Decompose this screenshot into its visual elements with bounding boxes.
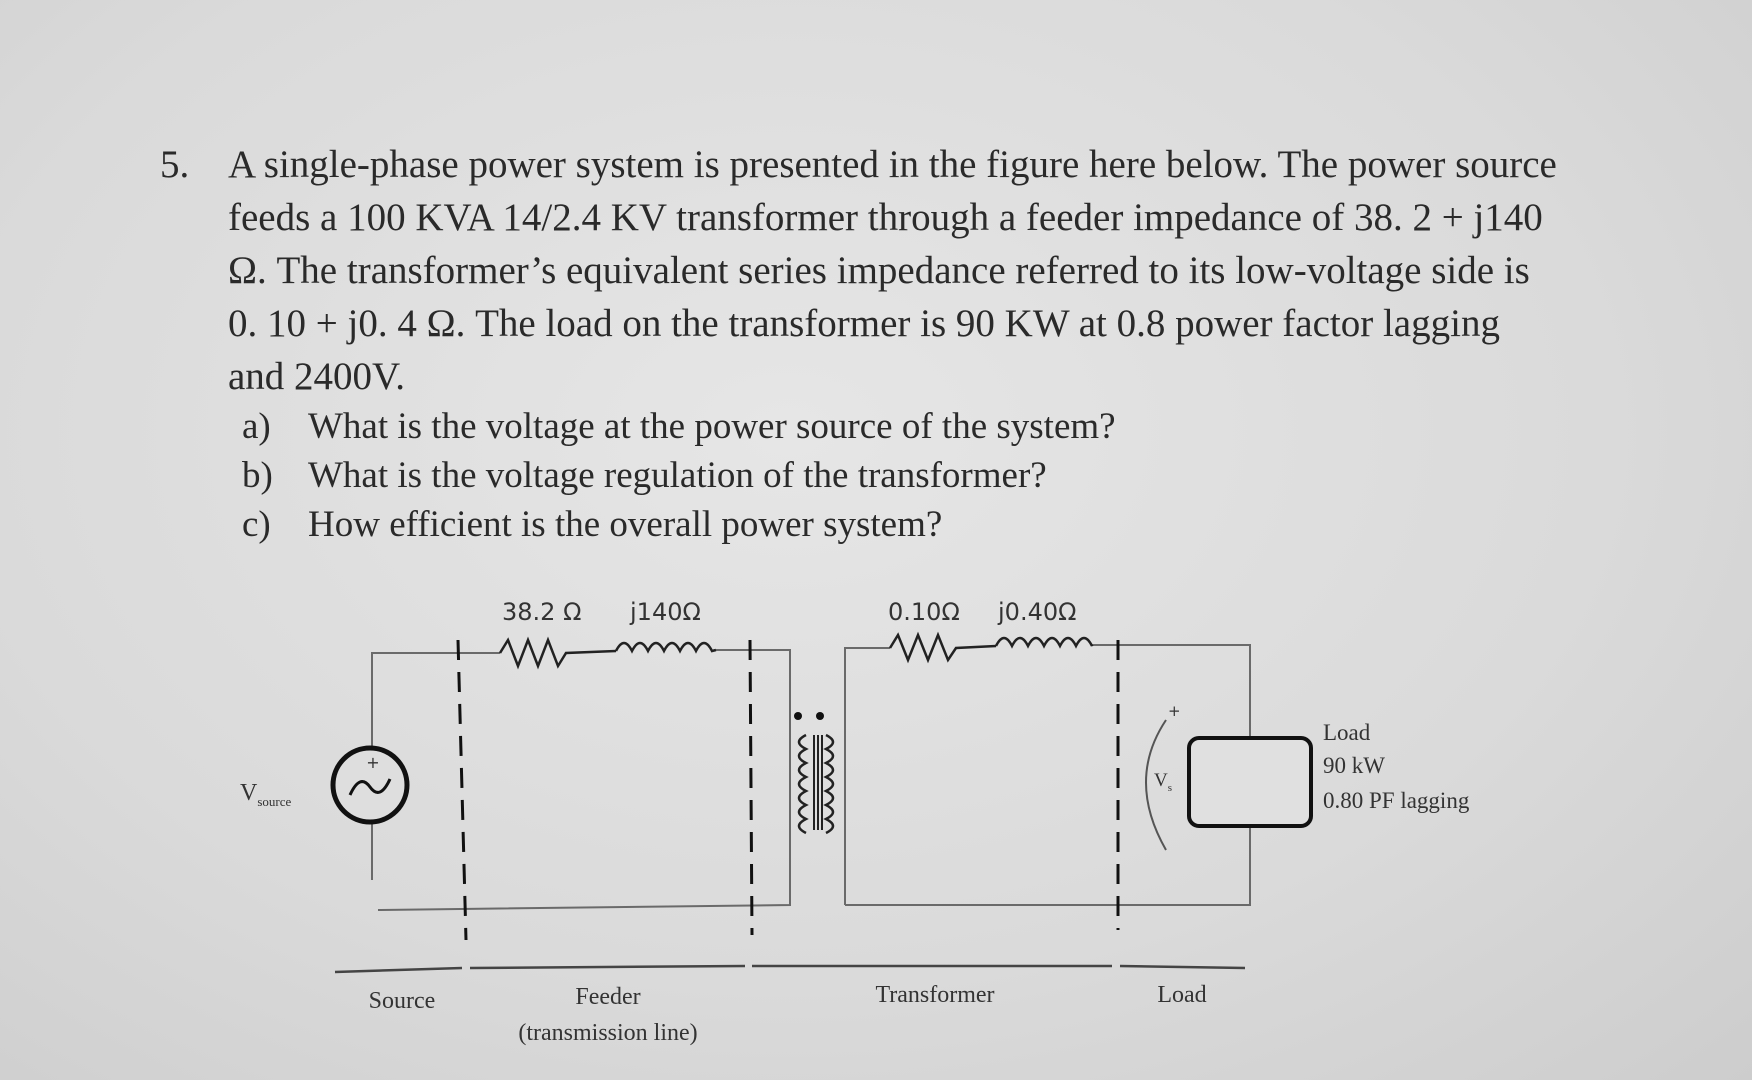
section-underline: [1119, 964, 1246, 970]
load-info-power: 90 kW: [1323, 753, 1385, 778]
vs-plus-sign: +: [1168, 702, 1181, 720]
subquestion-a: a) What is the voltage at the power sourc…: [242, 402, 1116, 451]
section-divider: [456, 639, 468, 941]
transformer-symbol: [794, 712, 835, 835]
feeder-reactance-label: j140Ω: [629, 598, 701, 626]
feeder-resistor: [498, 636, 617, 670]
source-voltage-label: Vsource: [240, 780, 292, 809]
section-label-load: Load: [1157, 982, 1206, 1008]
subquestion-label: c): [242, 504, 271, 545]
paragraph-line: and 2400V.: [228, 355, 405, 398]
subquestion-text: What is the voltage regulation of the tr…: [308, 455, 1047, 496]
transformer-resistance-label: 0.10Ω: [888, 598, 960, 626]
paragraph-line: A single-phase power system is presented…: [228, 143, 1557, 186]
section-label-source: Source: [369, 988, 436, 1014]
section-label-transformer: Transformer: [875, 982, 994, 1008]
subquestion-label: a): [242, 406, 271, 447]
secondary-wire: [844, 647, 890, 905]
source-plus-sign: +: [366, 753, 379, 772]
paragraph-line: Ω. The transformer’s equivalent series i…: [228, 249, 1530, 292]
ac-tilde-icon: [348, 778, 392, 796]
subquestion-label: b): [242, 455, 273, 496]
section-underline: [334, 966, 463, 974]
transformer-reactance-label: j0.40Ω: [997, 598, 1076, 626]
vs-indicator-arc: [1145, 719, 1167, 851]
paragraph-line: 0. 10 + j0. 4 Ω. The load on the transfo…: [228, 302, 1500, 345]
secondary-winding: [823, 733, 835, 835]
load-box: [1187, 736, 1313, 828]
feeder-resistance-label: 38.2 Ω: [502, 598, 581, 626]
subquestion-c: c) How efficient is the overall power sys…: [242, 500, 1116, 549]
transformer-inductor: [994, 636, 1094, 649]
load-info-pf: 0.80 PF lagging: [1323, 788, 1470, 813]
vs-voltage-label: Vs: [1154, 770, 1172, 794]
source-wire-bottom: [377, 649, 791, 911]
problem-paragraph: A single-phase power system is presented…: [228, 138, 1638, 403]
section-label-feeder-note: (transmission line): [518, 1020, 697, 1046]
feeder-inductor: [614, 641, 717, 654]
polarity-dot: [794, 712, 802, 720]
section-label-feeder: Feeder: [575, 984, 640, 1010]
subquestion-text: How efficient is the overall power syste…: [308, 504, 943, 545]
primary-winding: [797, 733, 809, 835]
voltage-source: +: [330, 745, 410, 825]
section-divider: [748, 639, 754, 936]
paragraph-line: feeds a 100 KVA 14/2.4 KV transformer th…: [228, 196, 1543, 239]
subquestion-b: b) What is the voltage regulation of the …: [242, 451, 1116, 500]
polarity-dot: [816, 712, 824, 720]
section-underline: [469, 964, 746, 970]
transformer-resistor: [888, 631, 997, 664]
subquestion-list: a) What is the voltage at the power sourc…: [242, 402, 1116, 549]
load-info-title: Load: [1323, 720, 1371, 745]
question-number: 5.: [160, 143, 190, 186]
subquestion-text: What is the voltage at the power source …: [308, 406, 1116, 447]
